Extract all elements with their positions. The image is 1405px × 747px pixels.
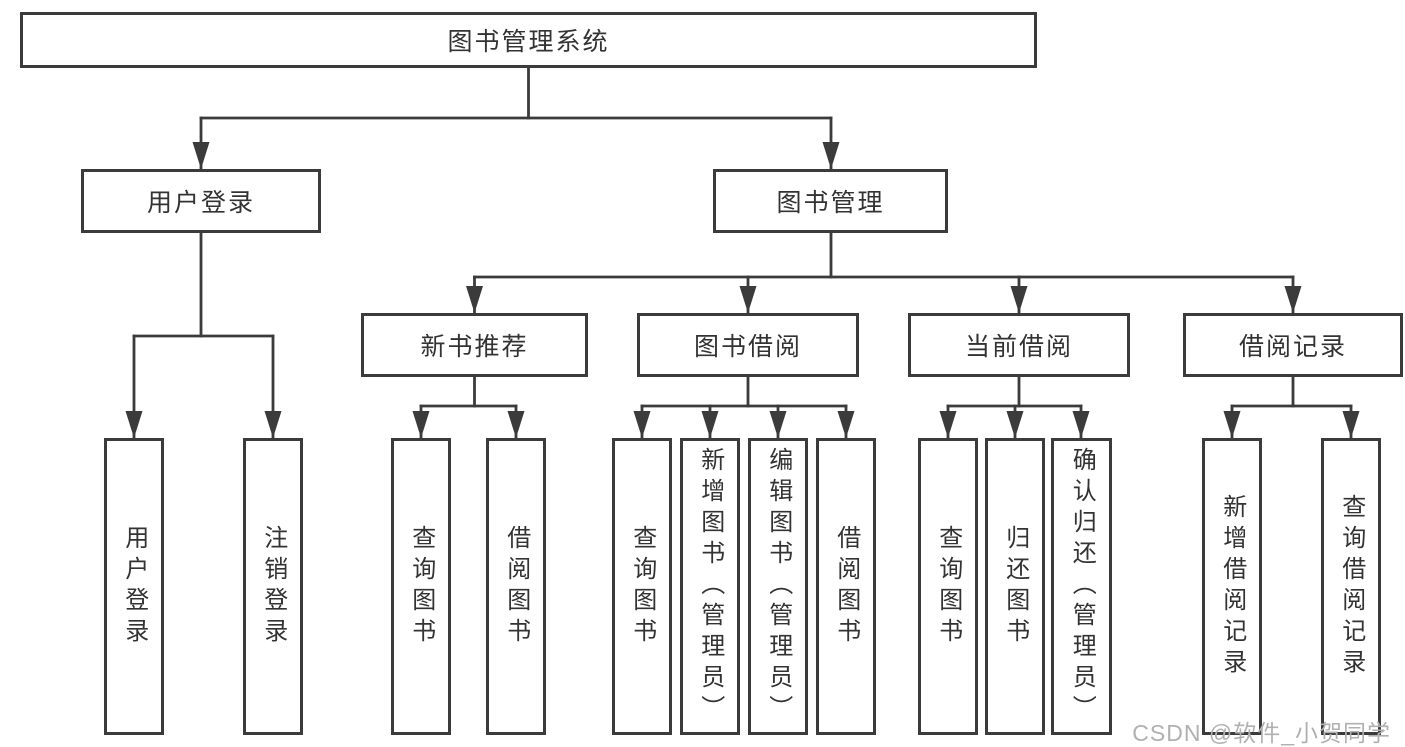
node-root: 图书管理系统	[20, 12, 1037, 68]
leaf-br-query-record-label: 查询借阅记录	[1337, 493, 1365, 680]
leaf-cb-return-books-label: 归还图书	[1001, 524, 1029, 649]
leaf-cb-query-books-label: 查询图书	[934, 524, 962, 649]
node-user-login: 用户登录	[81, 169, 321, 233]
leaf-br-query-record: 查询借阅记录	[1321, 438, 1381, 735]
leaf-logout-label: 注销登录	[259, 524, 287, 649]
leaf-nb-borrow-books: 借阅图书	[486, 438, 546, 735]
leaf-cb-query-books: 查询图书	[918, 438, 978, 735]
watermark: CSDN @软件_小贺同学	[1132, 720, 1391, 746]
leaf-cb-confirm-return-admin: 确认归还（管理员）	[1051, 438, 1112, 735]
leaf-cb-return-books: 归还图书	[985, 438, 1045, 735]
leaf-bb-borrow-books: 借阅图书	[816, 438, 876, 735]
leaf-bb-query-books: 查询图书	[612, 438, 672, 735]
node-borrowing-records: 借阅记录	[1183, 313, 1403, 377]
leaf-bb-edit-books-admin-label: 编辑图书（管理员）	[764, 447, 792, 726]
leaf-br-add-record: 新增借阅记录	[1202, 438, 1262, 735]
leaf-nb-query-books-label: 查询图书	[407, 524, 435, 649]
node-book-borrowing: 图书借阅	[637, 313, 859, 377]
leaf-br-add-record-label: 新增借阅记录	[1218, 493, 1246, 680]
leaf-logout: 注销登录	[243, 438, 303, 735]
leaf-cb-confirm-return-admin-label: 确认归还（管理员）	[1068, 447, 1096, 726]
leaf-bb-add-books-admin-label: 新增图书（管理员）	[696, 447, 724, 726]
leaf-nb-borrow-books-label: 借阅图书	[502, 524, 530, 649]
leaf-user-login: 用户登录	[104, 438, 164, 735]
leaf-bb-add-books-admin: 新增图书（管理员）	[680, 438, 740, 735]
leaf-bb-query-books-label: 查询图书	[628, 524, 656, 649]
leaf-user-login-label: 用户登录	[120, 524, 148, 649]
node-book-management: 图书管理	[713, 169, 948, 233]
leaf-bb-borrow-books-label: 借阅图书	[832, 524, 860, 649]
node-new-book-recommend: 新书推荐	[361, 313, 588, 377]
leaf-nb-query-books: 查询图书	[391, 438, 451, 735]
leaf-bb-edit-books-admin: 编辑图书（管理员）	[748, 438, 808, 735]
node-current-borrowing: 当前借阅	[908, 313, 1130, 377]
